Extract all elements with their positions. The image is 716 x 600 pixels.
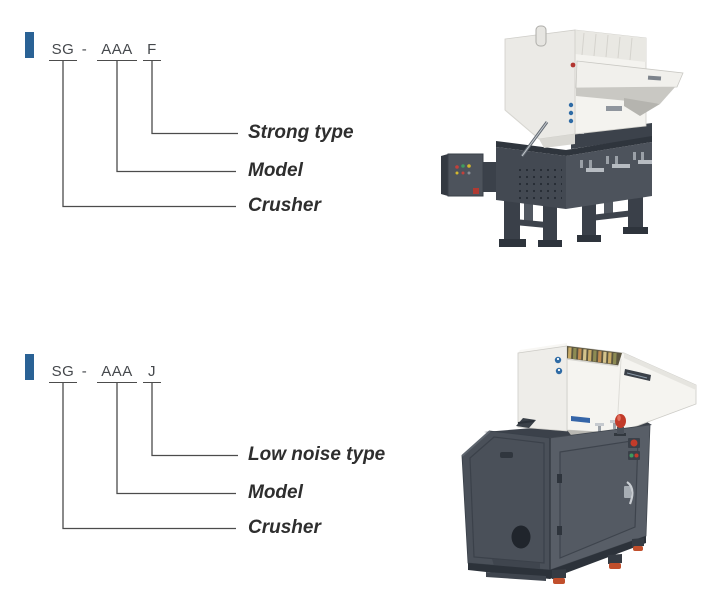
callout-label-type: Strong type — [248, 122, 354, 143]
section-marker — [25, 32, 34, 58]
plinth-and-feet — [468, 536, 646, 584]
crusher-chamber — [571, 123, 652, 149]
code-series: SG — [49, 363, 77, 383]
callout-lines — [62, 61, 238, 208]
callout-label-model: Model — [248, 482, 303, 503]
machine-stand — [499, 188, 648, 247]
machine-base — [496, 136, 652, 209]
code-separator: - — [81, 363, 88, 380]
model-nomenclature-section-low-noise: SG - AAA J Low noise type Model Crusher — [0, 322, 716, 600]
strong-type-crusher-photo — [426, 6, 716, 256]
callout-label-series: Crusher — [248, 195, 321, 216]
code-series: SG — [49, 41, 77, 61]
code-suffix: F — [143, 41, 161, 61]
soundproof-enclosure — [461, 424, 651, 576]
soundproof-hopper — [516, 343, 697, 442]
model-nomenclature-section-strong-type: SG - AAA F Strong type Model Crusher — [25, 6, 716, 256]
code-separator: - — [81, 41, 88, 58]
low-noise-crusher-illustration — [461, 343, 697, 584]
callout-lines — [62, 383, 238, 530]
hopper-strut — [520, 121, 549, 157]
control-cabinet — [441, 153, 496, 197]
code-suffix: J — [143, 363, 161, 383]
feed-tray — [570, 60, 684, 116]
low-noise-crusher-photo — [428, 330, 708, 595]
strong-type-crusher-illustration — [441, 25, 684, 247]
section-marker — [25, 354, 34, 380]
beacon-and-buttons — [614, 414, 640, 460]
callout-label-series: Crusher — [248, 517, 321, 538]
code-model: AAA — [97, 363, 137, 383]
callout-label-model: Model — [248, 160, 303, 181]
code-model: AAA — [97, 41, 137, 61]
callout-label-type: Low noise type — [248, 444, 386, 465]
